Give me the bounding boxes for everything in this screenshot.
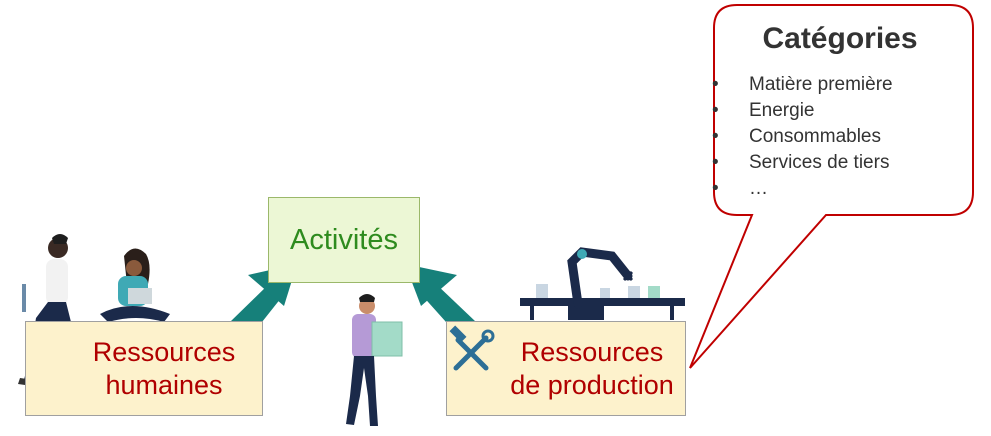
category-item: Energie	[712, 98, 893, 124]
human-resources-box: Ressources humaines	[25, 321, 263, 416]
robot-arm-illustration	[520, 247, 685, 320]
category-item: …	[712, 176, 893, 202]
seated-woman-illustration	[100, 248, 170, 322]
callout-title: Catégories	[762, 22, 918, 55]
category-item: Matière première	[712, 72, 893, 98]
activities-box: Activités	[268, 197, 420, 283]
man-carrying-box-illustration	[346, 294, 403, 426]
category-list: Matière première Energie Consommables Se…	[712, 72, 893, 202]
category-item: Consommables	[712, 124, 893, 150]
production-resources-box: Ressources de production	[446, 321, 686, 416]
category-item: Services de tiers	[712, 150, 893, 176]
production-resources-label: Ressources de production	[510, 336, 674, 400]
activities-label: Activités	[290, 223, 398, 256]
human-resources-label: Ressources humaines	[92, 336, 236, 400]
